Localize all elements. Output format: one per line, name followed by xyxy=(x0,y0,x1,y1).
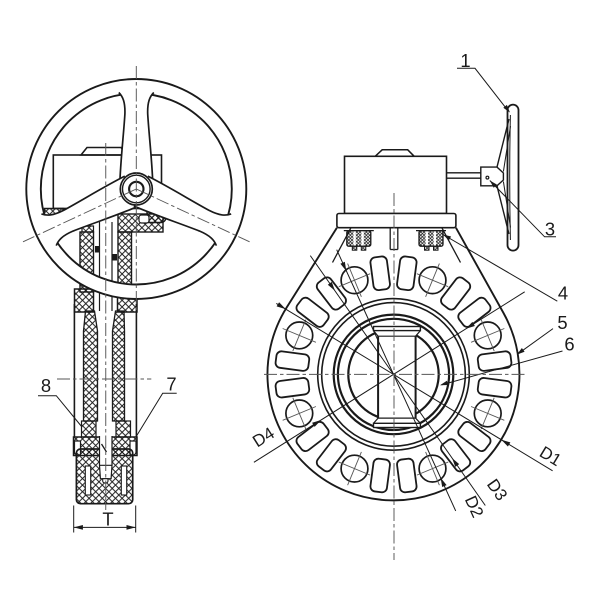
svg-text:7: 7 xyxy=(166,373,176,394)
svg-text:4: 4 xyxy=(558,283,568,304)
svg-text:3: 3 xyxy=(545,218,555,239)
svg-text:8: 8 xyxy=(41,375,51,396)
svg-text:T: T xyxy=(102,509,113,530)
svg-text:5: 5 xyxy=(557,312,567,333)
svg-text:6: 6 xyxy=(564,333,574,354)
svg-text:1: 1 xyxy=(460,50,470,71)
